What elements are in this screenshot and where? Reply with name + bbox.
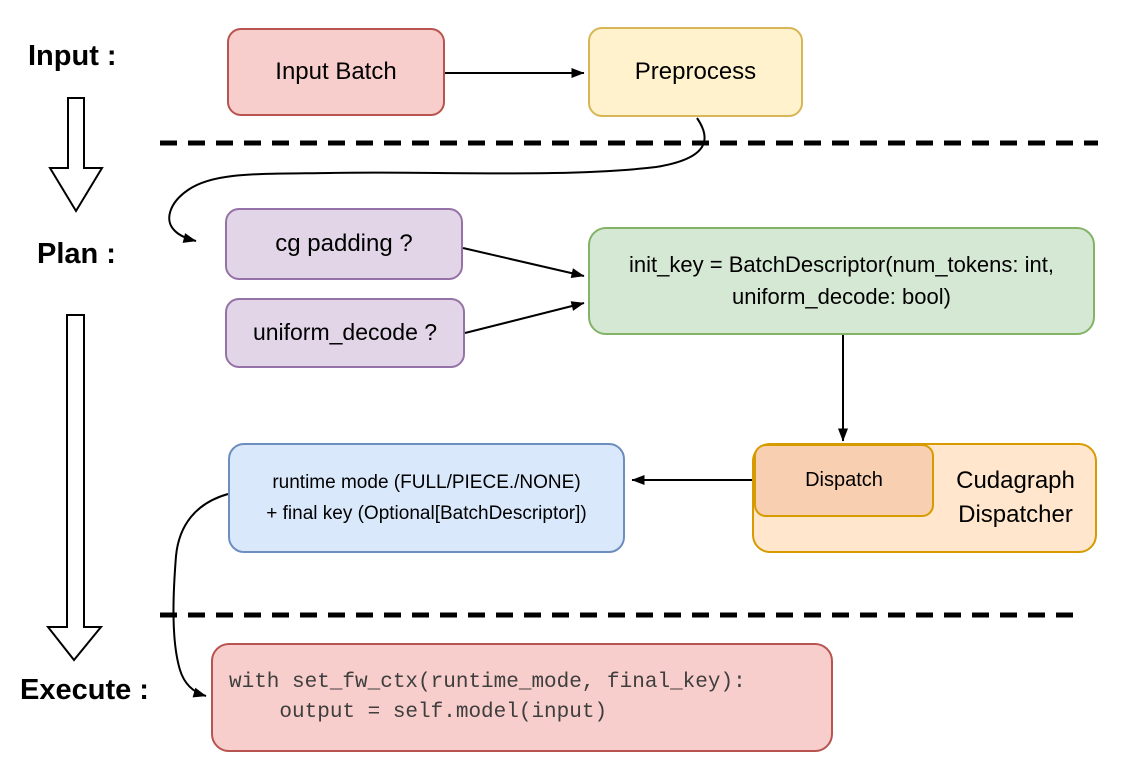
node-input-batch-label: Input Batch — [275, 57, 397, 85]
node-preprocess-label: Preprocess — [634, 57, 757, 85]
node-runtime-mode-line1: runtime mode (FULL/PIECE./NONE) — [272, 471, 581, 493]
arrow-uniform-decode-to-init-key — [464, 301, 585, 334]
node-runtime-mode-line2: + final key (Optional[BatchDescriptor]) — [266, 503, 587, 524]
node-cg-padding: cg padding ? — [225, 208, 463, 280]
cudagraph-dispatcher-line2: Dispatcher — [958, 501, 1073, 528]
execute-code-line2: output = self.model(input) — [229, 700, 608, 724]
phase-label-input: Input : — [28, 40, 117, 72]
node-init-key-line2: uniform_decode: bool) — [732, 284, 951, 309]
down-arrow-icon-plan-to-execute — [45, 314, 104, 662]
node-uniform-decode-label: uniform_decode ? — [252, 319, 438, 346]
node-init-key: init_key = BatchDescriptor(num_tokens: i… — [588, 227, 1095, 335]
down-arrow-icon-input-to-plan — [48, 97, 104, 213]
phase-label-execute: Execute : — [20, 674, 149, 706]
node-cg-padding-label: cg padding ? — [275, 229, 413, 257]
node-execute-code: with set_fw_ctx(runtime_mode, final_key)… — [211, 643, 833, 752]
node-preprocess: Preprocess — [588, 27, 803, 117]
node-uniform-decode: uniform_decode ? — [225, 298, 465, 368]
cudagraph-dispatcher-line1: Cudagraph — [956, 467, 1075, 495]
node-input-batch: Input Batch — [227, 28, 445, 116]
phase-label-plan: Plan : — [37, 238, 116, 270]
node-dispatch: Dispatch — [754, 444, 934, 517]
cudagraph-dispatcher-label: Cudagraph Dispatcher — [934, 443, 1097, 553]
node-dispatch-label: Dispatch — [805, 469, 883, 491]
node-runtime-mode: runtime mode (FULL/PIECE./NONE) + final … — [228, 443, 625, 553]
node-init-key-line1: init_key = BatchDescriptor(num_tokens: i… — [629, 252, 1054, 278]
arrow-cg-padding-to-init-key — [462, 247, 585, 279]
execute-code-line1: with set_fw_ctx(runtime_mode, final_key)… — [229, 671, 746, 695]
